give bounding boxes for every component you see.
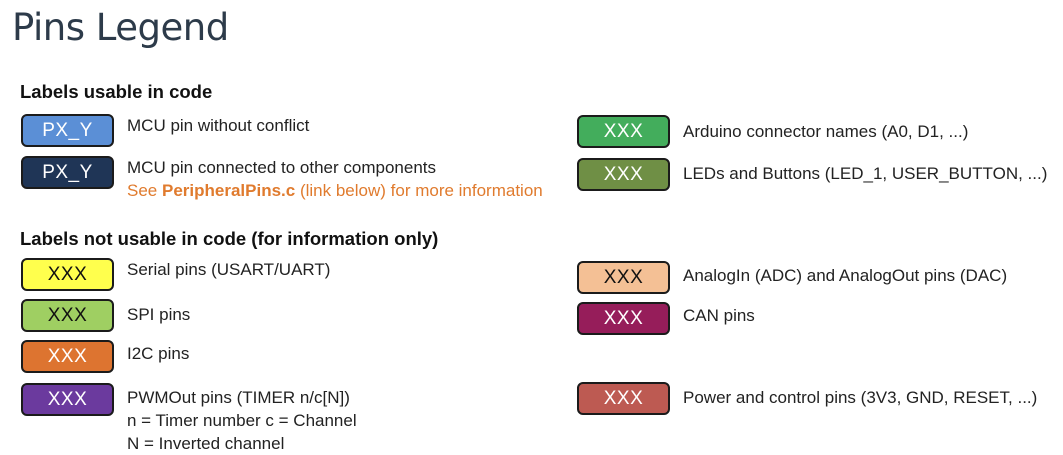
pin-swatch-label: XXX xyxy=(603,120,644,142)
legend-description: Power and control pins (3V3, GND, RESET,… xyxy=(683,386,1037,409)
pin-swatch: XXX xyxy=(577,115,670,148)
legend-description-text: I2C pins xyxy=(127,344,190,363)
legend-description: AnalogIn (ADC) and AnalogOut pins (DAC) xyxy=(683,264,1007,287)
pin-swatch: XXX xyxy=(577,261,670,294)
pin-swatch: PX_Y xyxy=(21,156,114,189)
pin-swatch: XXX xyxy=(21,383,114,416)
pin-swatch: PX_Y xyxy=(21,114,114,147)
legend-description: MCU pin connected to other components Se… xyxy=(127,156,543,202)
pin-swatch-label: XXX xyxy=(47,388,88,410)
legend-description: CAN pins xyxy=(683,304,755,327)
legend-description: MCU pin without conflict xyxy=(127,114,309,137)
legend-description-text: Power and control pins (3V3, GND, RESET,… xyxy=(683,388,1038,407)
legend-description-text: Arduino connector names (A0, D1, ...) xyxy=(683,122,969,141)
peripheral-pins-note: See PeripheralPins.c (link below) for mo… xyxy=(127,179,543,202)
pin-swatch-label: XXX xyxy=(603,266,644,288)
pin-swatch-label: PX_Y xyxy=(42,161,93,183)
legend-description-text: PWMOut pins (TIMER n/c[N]) xyxy=(127,388,350,407)
legend-description-text: LEDs and Buttons (LED_1, USER_BUTTON, ..… xyxy=(683,164,1048,183)
legend-description-text: CAN pins xyxy=(683,306,755,325)
legend-description-text: MCU pin without conflict xyxy=(127,116,310,135)
legend-description-text-line3: N = Inverted channel xyxy=(127,434,285,453)
pin-swatch: XXX xyxy=(21,299,114,332)
pin-swatch: XXX xyxy=(577,158,670,191)
pin-swatch: XXX xyxy=(21,340,114,373)
legend-description-text: AnalogIn (ADC) and AnalogOut pins (DAC) xyxy=(683,266,1008,285)
pin-swatch-label: XXX xyxy=(603,163,644,185)
legend-description-text-line2: n = Timer number c = Channel xyxy=(127,411,357,430)
legend-description: I2C pins xyxy=(127,342,189,365)
note-suffix: (link below) for more information xyxy=(295,181,543,200)
pin-swatch-label: XXX xyxy=(47,304,88,326)
legend-description-text: Serial pins (USART/UART) xyxy=(127,260,331,279)
legend-description: Serial pins (USART/UART) xyxy=(127,258,330,281)
pin-swatch-label: XXX xyxy=(603,387,644,409)
legend-description: LEDs and Buttons (LED_1, USER_BUTTON, ..… xyxy=(683,162,1047,185)
legend-description-text: MCU pin connected to other components xyxy=(127,158,437,177)
pin-swatch: XXX xyxy=(577,302,670,335)
legend-description: PWMOut pins (TIMER n/c[N]) n = Timer num… xyxy=(127,386,357,455)
pin-swatch: XXX xyxy=(21,258,114,291)
pin-swatch-label: XXX xyxy=(47,263,88,285)
page-title: Pins Legend xyxy=(12,6,229,49)
pin-swatch-label: XXX xyxy=(603,307,644,329)
peripheral-pins-link[interactable]: PeripheralPins.c xyxy=(161,181,296,200)
section-heading-not-usable: Labels not usable in code (for informati… xyxy=(20,228,439,249)
section-heading-usable: Labels usable in code xyxy=(20,81,213,102)
legend-description: Arduino connector names (A0, D1, ...) xyxy=(683,120,968,143)
legend-description: SPI pins xyxy=(127,303,190,326)
pin-swatch-label: XXX xyxy=(47,345,88,367)
pin-swatch-label: PX_Y xyxy=(42,119,93,141)
pin-swatch: XXX xyxy=(577,382,670,415)
legend-description-text: SPI pins xyxy=(127,305,191,324)
note-prefix: See xyxy=(127,181,162,200)
